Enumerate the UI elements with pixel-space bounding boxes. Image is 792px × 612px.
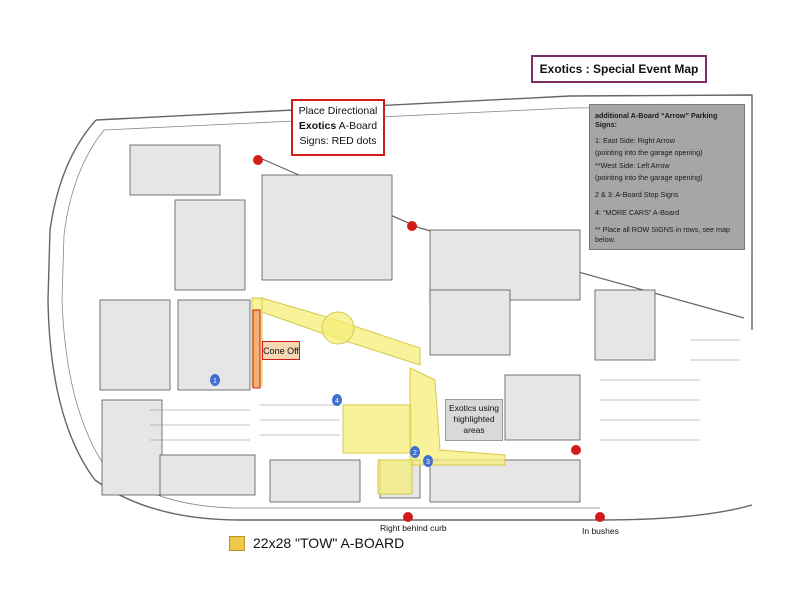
info-item1b: (pointing into the garage opening) [595, 148, 703, 158]
info-item1c: **West Side: Left Arrow [595, 160, 670, 170]
red-dots [253, 155, 605, 522]
directional-note: Place Directional Exotics A-Board Signs:… [291, 99, 385, 156]
directional-line2-bold: Exotics [298, 120, 337, 132]
legend-swatch [229, 536, 245, 551]
blue-marker-4: 4 [335, 398, 339, 405]
info-item4: 4: “MORE CARS” A-Board [595, 207, 680, 217]
exotics-area-label: Exotics using highlighted areas [445, 399, 503, 441]
parking-rows [150, 339, 740, 441]
directional-line2: Exotics A-Board [293, 119, 383, 134]
in-bushes-label: In bushes [582, 526, 619, 536]
right-behind-curb-label: Right behind curb [380, 523, 447, 533]
info-box: additional A-Board “Arrow” Parking Signs… [589, 104, 745, 250]
map-title: Exotics : Special Event Map [531, 55, 707, 83]
red-dot [571, 445, 581, 455]
buildings [99, 144, 656, 503]
blue-marker-3: 3 [426, 459, 430, 466]
red-dot [403, 512, 413, 522]
info-note: ** Place all ROW SIGNS in rows, see map … [595, 225, 731, 244]
blue-marker-1: 1 [213, 378, 217, 385]
red-dot [253, 155, 263, 165]
info-item1d: (pointing into the garage opening) [595, 173, 703, 183]
info-item1a: 1: East Side: Right Arrow [595, 135, 675, 145]
legend-label: 22x28 "TOW" A-BOARD [253, 535, 405, 551]
directional-line1: Place Directional [298, 105, 378, 117]
info-item2: 2 & 3: A-Board Stop Signs [595, 190, 679, 200]
red-dot [595, 512, 605, 522]
blue-marker-2: 2 [413, 450, 417, 457]
info-heading: additional A-Board “Arrow” Parking Signs… [595, 111, 718, 130]
red-dot [407, 221, 417, 231]
directional-line2-rest: A-Board [336, 120, 378, 132]
blue-markers [210, 374, 433, 467]
directional-line3: Signs: RED dots [299, 135, 377, 147]
cone-off-strip [252, 309, 261, 389]
cone-off-label: Cone Off [262, 341, 300, 360]
